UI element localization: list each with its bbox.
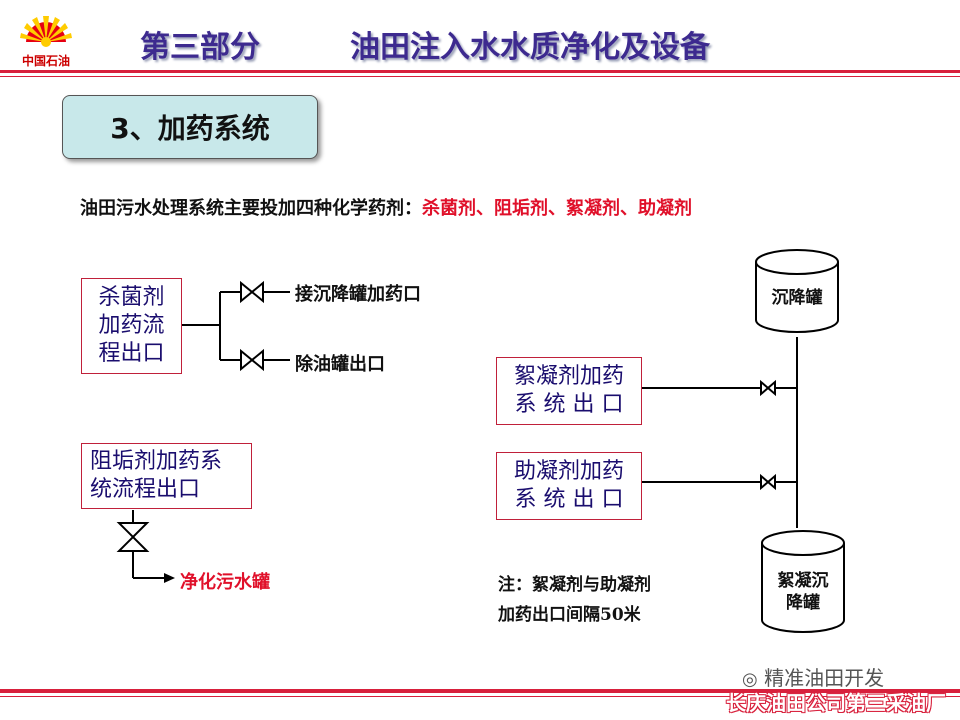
intro-text: 油田污水处理系统主要投加四种化学药剂：杀菌剂、阻垢剂、絮凝剂、助凝剂	[80, 194, 692, 220]
logo-text: 中国石油	[21, 54, 70, 68]
logo: 中国石油	[6, 2, 86, 68]
settling-tank-label: 沉降罐	[771, 288, 823, 308]
box-line: 阻垢剂加药系	[90, 449, 223, 474]
coagulant-aid-outlet-box: 助凝剂加药 系 统 出 口	[496, 452, 642, 520]
watermark: ◎ 精准油田开发	[742, 662, 884, 691]
flocculant-outlet-box: 絮凝剂加药 系 统 出 口	[496, 357, 642, 425]
oil-removal-tank-outlet-label: 除油罐出口	[295, 354, 385, 375]
purified-water-tank-label: 净化污水罐	[180, 572, 270, 593]
box-line: 系 统 出 口	[514, 392, 624, 417]
wechat-icon: ◎	[742, 669, 758, 690]
valve-top-icon	[240, 280, 264, 304]
intro-prefix: 油田污水处理系统主要投加四种化学药剂：	[80, 198, 422, 219]
arrowhead-icon	[164, 573, 175, 583]
petrochina-logo-icon	[20, 16, 72, 47]
tank-line: 降罐	[786, 593, 820, 613]
bactericide-outlet-box: 杀菌剂 加药流 程出口	[81, 278, 182, 374]
valve-antiscale-icon	[116, 522, 150, 552]
note-line-2: 加药出口间隔50米	[498, 605, 641, 625]
valve-bottom-icon	[240, 348, 264, 372]
box-line: 助凝剂加药	[513, 459, 624, 484]
footer-divider-thin	[0, 696, 960, 697]
box-line: 统流程出口	[90, 477, 201, 502]
box-line: 系 统 出 口	[514, 487, 624, 512]
valve-flocculant-icon	[760, 379, 776, 397]
header-divider-thin	[0, 76, 960, 77]
header-divider	[0, 70, 960, 73]
box-line: 加药流	[98, 313, 165, 338]
box-line: 絮凝剂加药	[513, 364, 624, 389]
note-line-1: 注：絮凝剂与助凝剂	[498, 575, 651, 595]
tank-line: 絮凝沉	[777, 571, 829, 591]
antiscale-outlet-box: 阻垢剂加药系 统流程出口	[81, 443, 252, 509]
footer-divider	[0, 689, 960, 693]
part-label: 第三部分	[140, 30, 260, 65]
box-line: 程出口	[98, 341, 165, 366]
floc-settling-tank-icon	[761, 530, 845, 633]
watermark-text: 精准油田开发	[764, 666, 885, 690]
section-title: 3、加药系统	[62, 95, 318, 159]
box-line: 杀菌剂	[98, 285, 165, 310]
settling-tank-inlet-label: 接沉降罐加药口	[295, 284, 421, 305]
footer-org: 长庆油田公司第三采油厂	[726, 691, 946, 715]
valve-coagulant-icon	[760, 473, 776, 491]
intro-chemicals: 杀菌剂、阻垢剂、絮凝剂、助凝剂	[422, 198, 692, 219]
floc-settling-tank-label: 絮凝沉 降罐	[762, 570, 844, 614]
settling-tank-icon	[755, 249, 839, 333]
page-title: 油田注入水水质净化及设备	[350, 30, 710, 65]
